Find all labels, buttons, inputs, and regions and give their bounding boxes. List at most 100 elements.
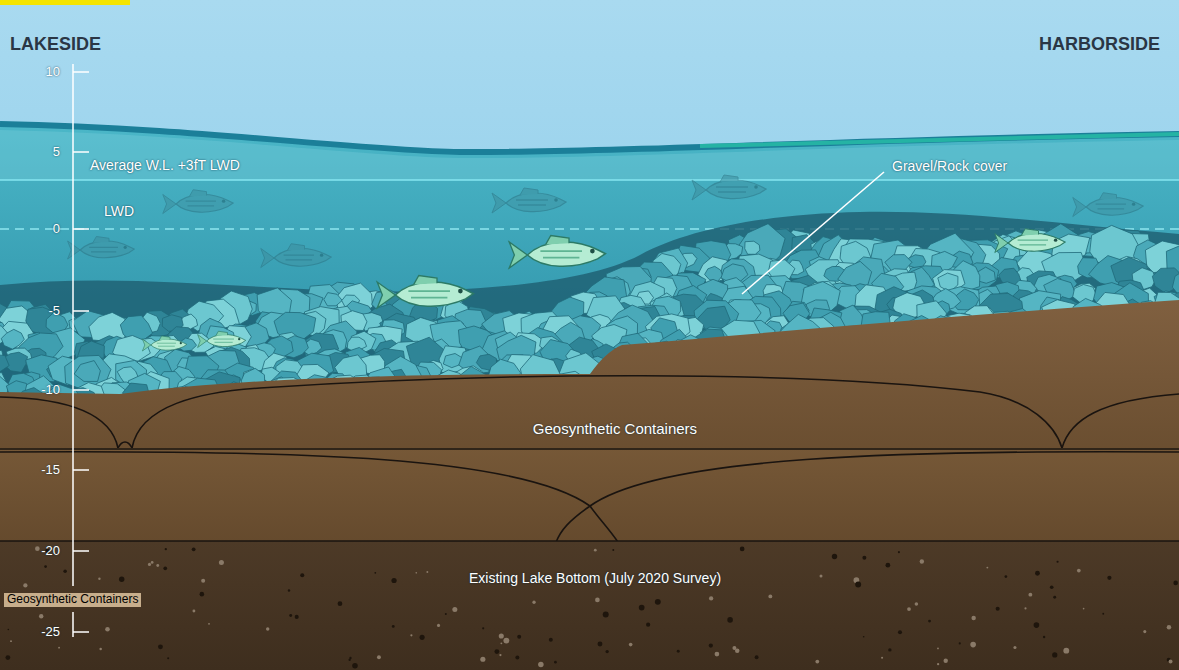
water-surface — [0, 124, 1179, 152]
fish-body — [706, 180, 766, 199]
fish-fin — [414, 276, 437, 285]
axis-value: -15 — [41, 463, 60, 478]
sediment-speckle — [598, 642, 603, 647]
sediment-speckle — [482, 627, 484, 629]
sediment-speckle — [709, 596, 713, 600]
container-seam — [0, 452, 590, 542]
sediment-speckle — [655, 599, 661, 605]
lower-container-layer — [0, 448, 1179, 542]
sediment-speckle — [392, 625, 395, 628]
container-seam — [0, 397, 118, 448]
container-seam — [132, 376, 1062, 448]
fish-fin — [1099, 193, 1116, 200]
container-seam — [590, 452, 1179, 506]
sediment-speckle — [8, 629, 10, 631]
layer-label: Geosynthetic Containers — [4, 593, 141, 607]
sediment-speckle — [452, 607, 457, 612]
fish-fin — [287, 244, 304, 251]
sediment-speckle — [445, 613, 447, 615]
axis-tick — [73, 71, 89, 73]
sediment-speckle — [23, 583, 27, 587]
sediment-speckle — [10, 640, 12, 642]
sediment-speckle — [907, 607, 911, 611]
leader-line — [742, 172, 884, 294]
sediment-speckle — [289, 614, 292, 617]
sediment-speckle — [192, 547, 196, 551]
fish — [142, 336, 186, 351]
fish-fin — [159, 336, 170, 340]
sediment-speckle — [944, 659, 948, 663]
sediment-speckle — [503, 638, 509, 644]
fish-stripe — [284, 255, 314, 260]
sediment-speckle — [881, 657, 883, 659]
sediment-speckle — [888, 648, 891, 651]
sediment-speckle — [1169, 660, 1173, 664]
axis-value: 5 — [53, 145, 60, 160]
fish-eye — [1132, 202, 1135, 205]
sediment-speckle — [937, 648, 939, 650]
axis-tick — [73, 631, 89, 633]
fish-tail — [377, 282, 395, 308]
sediment-speckle — [1034, 622, 1040, 628]
axis-tick — [73, 228, 89, 230]
sediment-speckle — [515, 655, 519, 659]
sediment-speckle — [377, 655, 381, 659]
rock — [324, 293, 342, 306]
sediment-speckle — [437, 624, 440, 627]
sediment-speckle — [1035, 571, 1040, 576]
fish-stripe — [540, 251, 582, 258]
sediment-speckle — [192, 610, 195, 613]
sediment-speckle — [1056, 561, 1058, 563]
fish-fin — [189, 190, 206, 197]
sediment-speckle — [410, 634, 412, 636]
fish-eye — [754, 185, 758, 189]
sediment-speckle — [898, 630, 902, 634]
sediment-speckle — [1013, 646, 1016, 649]
sediment-speckle — [352, 663, 358, 669]
sediment-speckle — [517, 635, 521, 639]
fish-body — [1086, 198, 1143, 216]
sediment-speckle — [1107, 576, 1111, 580]
sediment-speckle — [1043, 636, 1045, 638]
sediment-speckle — [499, 633, 504, 638]
sediment-speckle — [1024, 607, 1026, 609]
sediment-speckle — [855, 582, 861, 588]
axis-tick — [73, 469, 89, 471]
water-level-label: LWD — [104, 203, 134, 219]
sediment-speckle — [500, 642, 502, 644]
sediment-speckle — [863, 636, 865, 638]
sediment-speckle — [1102, 613, 1104, 615]
sediment-speckle — [594, 549, 597, 552]
sediment-speckle — [99, 648, 102, 651]
sediment-speckle — [727, 617, 733, 623]
fish-body — [176, 195, 233, 213]
fish-eye — [590, 249, 595, 254]
sediment-speckle — [740, 547, 745, 552]
fish-eye — [124, 246, 127, 249]
container-seam — [0, 448, 1179, 450]
fish-eye — [180, 342, 182, 344]
sediment-speckle — [832, 554, 837, 559]
axis-tick — [73, 550, 89, 552]
fish — [68, 237, 135, 260]
fish-eye — [554, 198, 558, 202]
fish-stripe — [89, 247, 118, 252]
sediment-speckle — [39, 614, 43, 618]
sediment-speckle — [549, 638, 553, 642]
sediment-speckle — [288, 589, 290, 591]
fish — [261, 244, 331, 268]
sediment-speckle — [820, 574, 823, 577]
sediment-speckle — [1167, 625, 1171, 629]
fish — [995, 229, 1065, 253]
sediment-speckle — [1173, 581, 1178, 586]
fish-tail — [492, 193, 506, 213]
axis-line — [72, 612, 74, 637]
sediment-speckle — [208, 623, 210, 625]
sediment-speckle — [732, 646, 736, 650]
fish-body — [506, 193, 566, 212]
side-heading: HARBORSIDE — [1039, 34, 1160, 55]
sediment-speckle — [415, 572, 417, 574]
sediment-speckle — [219, 560, 224, 565]
